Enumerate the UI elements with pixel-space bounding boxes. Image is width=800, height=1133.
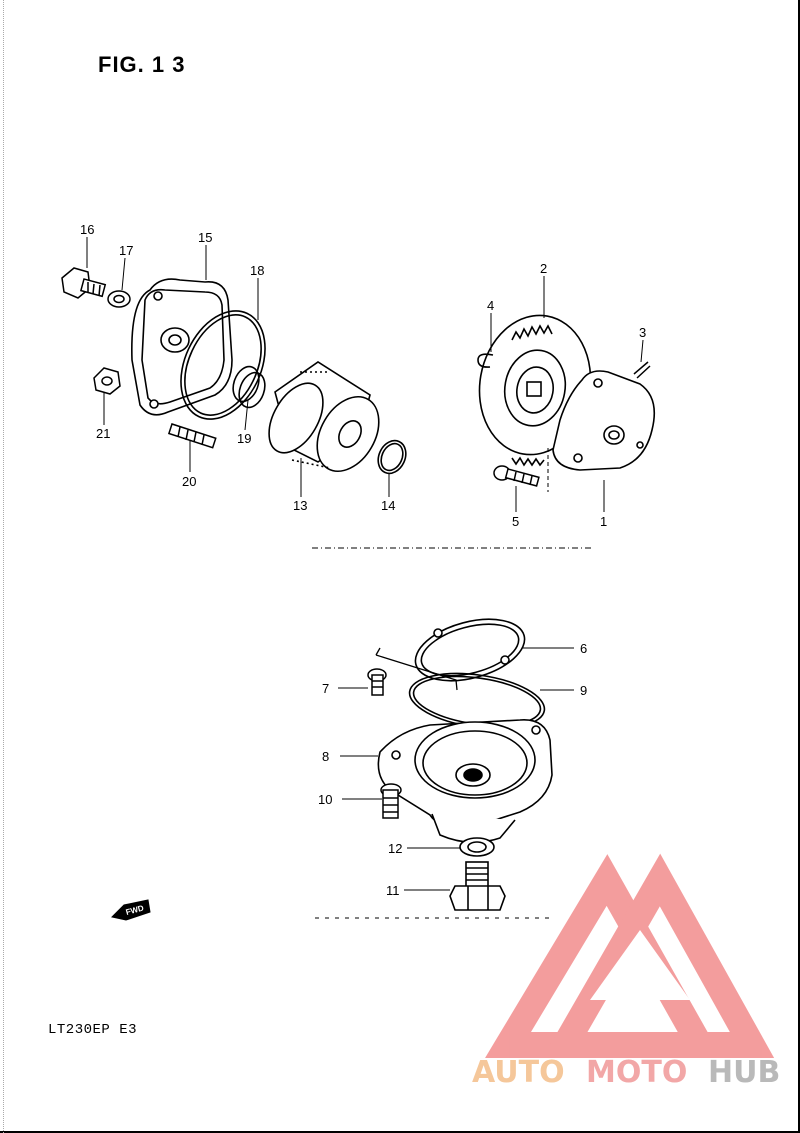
callout-19: 19	[237, 431, 251, 446]
callout-20: 20	[182, 474, 196, 489]
callout-2: 2	[540, 261, 547, 276]
figure-title: FIG. 1 3	[98, 52, 186, 77]
part-7-screw	[367, 668, 387, 696]
callout-15: 15	[198, 230, 212, 245]
callout-11: 11	[386, 883, 400, 898]
part-12-gasket	[459, 837, 495, 857]
part-6-strainer-plate	[414, 618, 526, 682]
part-5-screw	[493, 465, 540, 487]
part-18-o-ring	[180, 310, 266, 420]
callout-18: 18	[250, 263, 264, 278]
callout-7: 7	[322, 681, 329, 696]
part-19-o-ring	[232, 365, 266, 409]
callout-8: 8	[322, 749, 329, 764]
part-21-nut	[93, 367, 121, 395]
callout-numbers: 16 17 15 18 19 20 21 13 14 2 4 3 1 5 6 9…	[80, 222, 646, 898]
model-code: LT230EP E3	[48, 1022, 138, 1038]
callout-12: 12	[388, 841, 402, 856]
part-15-filter-cover	[131, 278, 233, 416]
part-3-pin	[633, 361, 651, 379]
callout-21: 21	[96, 426, 110, 441]
part-16-bolt	[61, 267, 107, 299]
part-1-pump-body	[552, 370, 656, 471]
part-17-washer	[107, 290, 131, 308]
part-10-bolt	[380, 783, 402, 819]
callout-1: 1	[600, 514, 607, 529]
callout-3: 3	[639, 325, 646, 340]
watermark-auto: AUTO	[472, 1055, 565, 1090]
fwd-arrow-icon: FWD	[110, 899, 151, 921]
watermark-hub: HUB	[708, 1055, 780, 1090]
callout-13: 13	[293, 498, 307, 513]
watermark-logo	[485, 853, 775, 1058]
watermark-moto: MOTO	[586, 1055, 687, 1090]
part-20-stud	[167, 423, 217, 449]
callout-10: 10	[318, 792, 332, 807]
callout-16: 16	[80, 222, 94, 237]
part-11-drain-plug	[449, 861, 506, 911]
callout-14: 14	[381, 498, 395, 513]
callout-5: 5	[512, 514, 519, 529]
callout-17: 17	[119, 243, 133, 258]
watermark-text: AUTO MOTO HUB	[472, 1055, 780, 1090]
leader-lines	[86, 237, 644, 891]
callout-6: 6	[580, 641, 587, 656]
callout-9: 9	[580, 683, 587, 698]
part-13-oil-filter	[268, 361, 380, 472]
part-14-o-ring	[377, 439, 407, 475]
strainer-break-line	[375, 654, 458, 691]
callout-4: 4	[487, 298, 494, 313]
part-4-circlip	[477, 353, 494, 368]
page-edge-rule	[3, 0, 4, 1133]
part-8-strainer-cap	[377, 719, 553, 844]
